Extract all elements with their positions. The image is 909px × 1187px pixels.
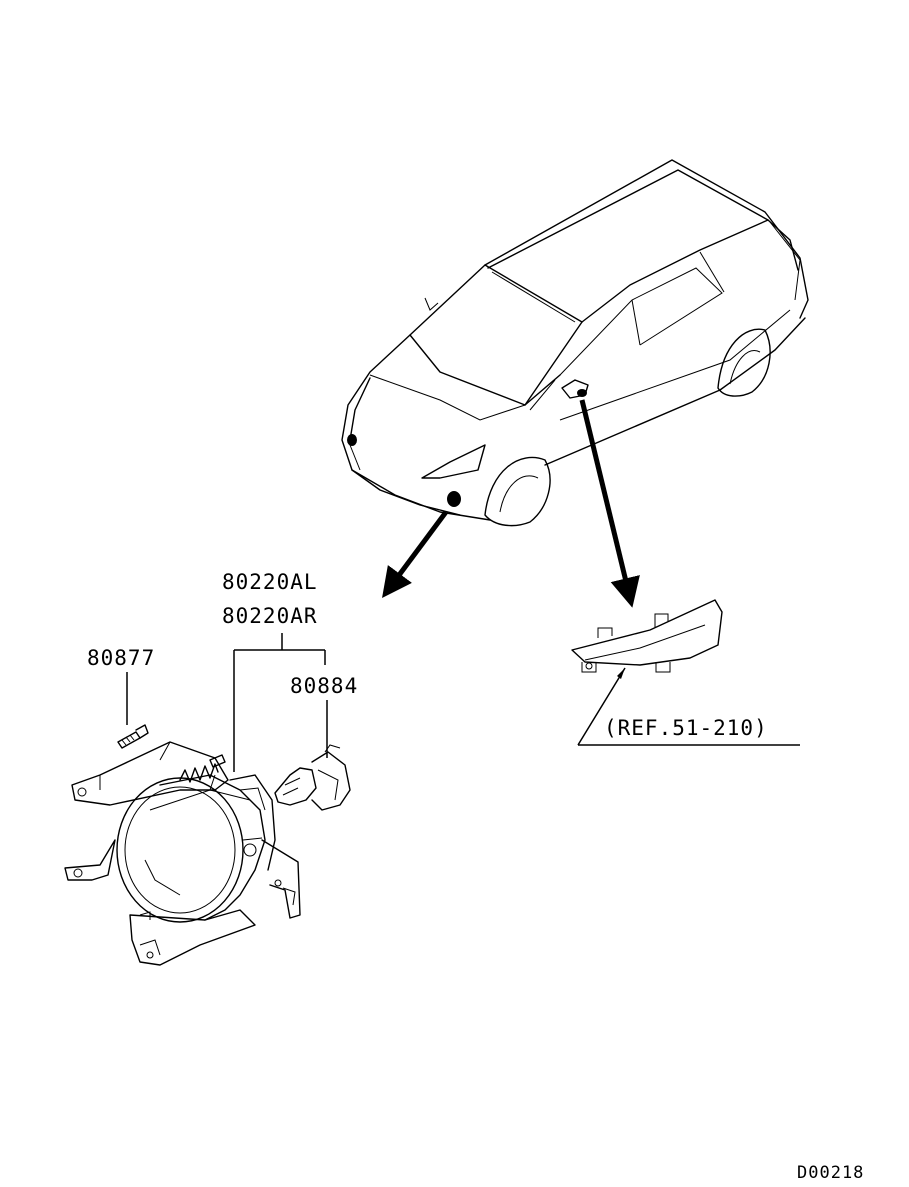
label-leaders [126, 633, 328, 772]
reference-label: (REF.51-210) [604, 716, 768, 740]
part-number-fog-lamp-right: 80220AR [222, 604, 318, 628]
bulb-part [274, 744, 351, 811]
side-turn-lamp [571, 599, 723, 673]
part-number-bulb: 80884 [290, 674, 358, 698]
fog-lamp-assembly [64, 741, 301, 966]
part-number-screw: 80877 [87, 646, 155, 670]
part-number-fog-lamp-left: 80220AL [222, 570, 318, 594]
callout-arrows [382, 399, 640, 608]
screw-part [117, 724, 149, 749]
vehicle-illustration [341, 159, 809, 527]
diagram-code: D00218 [797, 1163, 864, 1183]
reference-leader [577, 667, 626, 746]
